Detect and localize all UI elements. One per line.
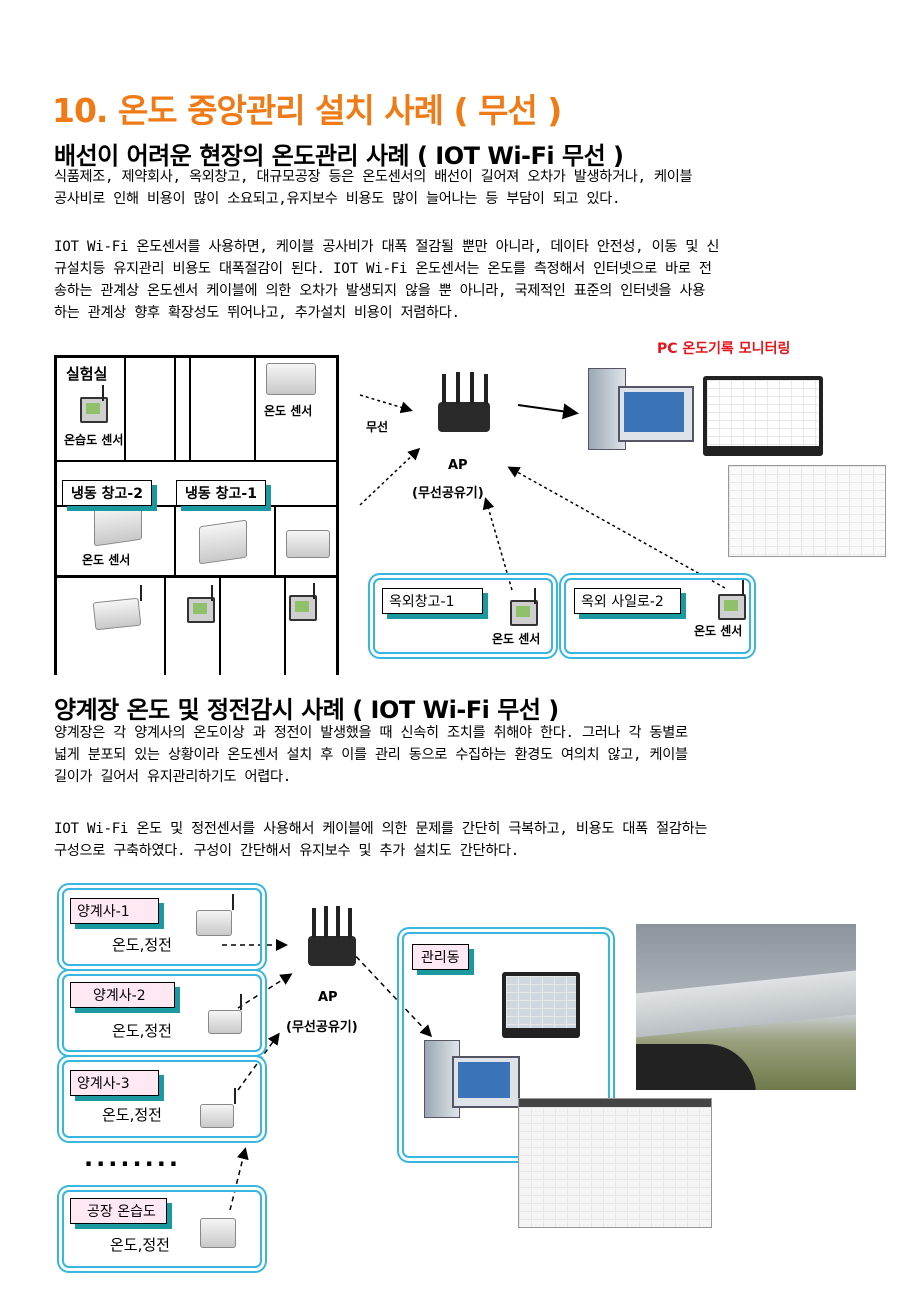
sensor-icon [718, 594, 746, 620]
sensor-module-icon [200, 1218, 236, 1248]
sensor-module-icon [208, 1010, 242, 1034]
text-line: 넓게 분포되 있는 상황이라 온도센서 설치 후 이를 관리 동으로 수집하는 … [54, 747, 688, 763]
antenna-icon [232, 894, 234, 910]
temp-power-label: 온도,정전 [110, 1236, 170, 1254]
room-label-lab: 실험실 [66, 365, 108, 383]
text-line: 식품제조, 제약회사, 옥외창고, 대규모공장 등은 온도센서의 배선이 길어져… [54, 169, 693, 185]
factory-box [62, 1190, 262, 1268]
poultry-house-2-box [62, 974, 262, 1052]
sensor-module-icon [286, 530, 330, 558]
outdoor2-sensor-label: 온도 센서 [694, 624, 743, 638]
text-line: 송하는 관계상 온도센서 케이블에 의한 오차가 발생되지 않을 뿐 아니라, … [54, 283, 705, 299]
ap-sub-label: (무선공유기) [286, 1020, 358, 1035]
sensor-icon [510, 600, 538, 626]
poultry-house-3-box [62, 1060, 262, 1138]
outdoor-silo-2-tag: 옥외 사일로-2 [574, 588, 681, 614]
ap-label: AP [318, 990, 338, 1005]
text-line: 규설치등 유지관리 비용도 대폭절감이 된다. IOT Wi-Fi 온도센서는 … [54, 261, 712, 277]
outdoor-storage-1-tag: 옥외창고-1 [382, 588, 484, 614]
section1-para2: IOT Wi-Fi 온도센서를 사용하면, 케이블 공사비가 대폭 절감될 뿐만… [54, 236, 719, 324]
poultry-house-3-tag: 양계사-3 [70, 1070, 159, 1096]
antenna-icon [313, 583, 315, 599]
monitoring-screenshot [728, 465, 886, 557]
router-icon [432, 372, 496, 434]
poultry-house-1-tag: 양계사-1 [70, 898, 159, 924]
sensor-icon [289, 595, 317, 621]
sensor-module-icon [266, 363, 316, 395]
poultry-house-1-box [62, 888, 262, 966]
temp-sensor-label-top: 온도 센서 [264, 404, 313, 418]
pc-monitoring-label: PC 온도기록 모니터링 [657, 341, 791, 357]
antenna-icon [234, 1088, 236, 1104]
text-line: 하는 관계상 향후 확장성도 뛰어나고, 추가설치 비용이 저렴하다. [54, 305, 460, 321]
antenna-icon [102, 385, 104, 401]
cold-storage-2-tag: 냉동 창고-2 [62, 480, 152, 506]
management-building-box [402, 932, 610, 1158]
floor-plan: 실험실 온습도 센서 온도 센서 온도 센서 [54, 355, 339, 675]
poultry-house-2-tag: 양계사-2 [70, 982, 175, 1008]
router-icon [304, 906, 360, 968]
ap-sub-label: (무선공유기) [412, 486, 484, 501]
humidity-sensor-label: 온습도 센서 [64, 433, 124, 447]
antenna-icon [140, 585, 142, 601]
section2-para1: 양계장은 각 양계사의 온도이상 과 정전이 발생했을 때 신속히 조치를 취해… [54, 722, 688, 788]
ap-label: AP [448, 458, 468, 473]
temp-power-label: 온도,정전 [102, 1106, 162, 1124]
sensor-icon [187, 597, 215, 623]
text-line: 공사비로 인해 비용이 많이 소요되고,유지보수 비용도 많이 늘어나는 등 부… [54, 191, 621, 207]
text-line: IOT Wi-Fi 온도 및 정전센서를 사용해서 케이블에 의한 문제를 간단… [54, 821, 708, 837]
sensor-icon [80, 397, 108, 423]
section1-heading: 배선이 어려운 현장의 온도관리 사례 ( IOT Wi-Fi 무선 ) [54, 142, 624, 170]
more-dots: ........ [84, 1144, 181, 1172]
antenna-icon [240, 994, 242, 1010]
dashboard-screenshot [518, 1098, 712, 1228]
temp-power-label: 온도,정전 [112, 1022, 172, 1040]
cold-storage-1-tag: 냉동 창고-1 [176, 480, 266, 506]
text-line: IOT Wi-Fi 온도센서를 사용하면, 케이블 공사비가 대폭 절감될 뿐만… [54, 239, 720, 255]
sensor-module-icon [196, 910, 232, 936]
section2-heading: 양계장 온도 및 정전감시 사례 ( IOT Wi-Fi 무선 ) [54, 696, 559, 724]
sensor-module-icon [200, 1104, 234, 1128]
management-building-tag: 관리동 [412, 944, 469, 970]
section2-para2: IOT Wi-Fi 온도 및 정전센서를 사용해서 케이블에 의한 문제를 간단… [54, 818, 707, 862]
temp-power-label: 온도,정전 [112, 936, 172, 954]
pc-icon [424, 1040, 524, 1124]
section1-para1: 식품제조, 제약회사, 옥외창고, 대규모공장 등은 온도센서의 배선이 길어져… [54, 166, 693, 210]
antenna-icon [211, 585, 213, 601]
outdoor-silo-2-box [564, 578, 751, 654]
text-line: 구성으로 구축하였다. 구성이 간단해서 유지보수 및 추가 설치도 간단하다. [54, 843, 519, 859]
text-line: 길이가 길어서 유지관리하기도 어렵다. [54, 769, 292, 785]
factory-humidity-tag: 공장 온습도 [70, 1198, 167, 1224]
outdoor-storage-1-box [373, 578, 553, 654]
monitor-icon [502, 972, 580, 1038]
text-line: 양계장은 각 양계사의 온도이상 과 정전이 발생했을 때 신속히 조치를 취해… [54, 725, 688, 741]
outdoor1-sensor-label: 온도 센서 [492, 632, 541, 646]
pc-icon [588, 368, 698, 458]
poultry-house-photo [636, 924, 856, 1090]
page-title: 10. 온도 중앙관리 설치 사례 ( 무선 ) [52, 91, 562, 130]
antenna-icon [742, 580, 744, 596]
wireless-label: 무선 [366, 420, 389, 434]
temp-sensor-label-left: 온도 센서 [82, 553, 131, 567]
antenna-icon [534, 588, 536, 604]
monitor-icon [703, 376, 823, 456]
